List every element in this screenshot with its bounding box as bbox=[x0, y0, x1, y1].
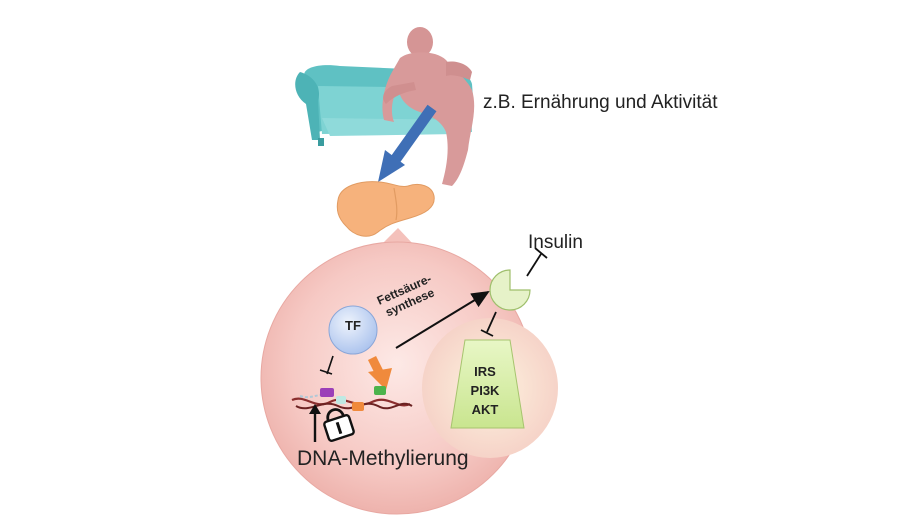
binding-arrow bbox=[367, 355, 392, 390]
tf-binding-mark bbox=[352, 402, 364, 411]
tf-inhibition-bar bbox=[319, 369, 333, 375]
synthesis-arrow bbox=[395, 290, 490, 349]
methyl-group-icon bbox=[320, 388, 334, 397]
pathway-item-akt: AKT bbox=[471, 402, 499, 417]
tf-label: TF bbox=[345, 318, 361, 333]
up-arrow-icon bbox=[309, 404, 321, 442]
receptor-inhibition-line bbox=[486, 311, 497, 333]
lock-icon bbox=[323, 408, 355, 442]
pathway-list: IRS PI3K AKT bbox=[455, 362, 515, 419]
insulin-label: Insulin bbox=[528, 232, 583, 253]
dna-methylation-label: DNA-Methylierung bbox=[297, 447, 469, 470]
pathway-item-irs: IRS bbox=[474, 364, 496, 379]
person-icon bbox=[382, 27, 475, 186]
tf-inhibition-line bbox=[326, 355, 334, 375]
insulin-inhibition-line bbox=[526, 253, 542, 277]
tf-circle bbox=[328, 305, 378, 355]
lifestyle-arrow bbox=[378, 104, 437, 182]
lifestyle-label: z.B. Ernährung und Aktivität bbox=[483, 92, 718, 113]
binding-site-icon bbox=[374, 386, 386, 395]
receptor-inhibition-bar bbox=[480, 329, 494, 337]
cpg-mark bbox=[336, 396, 346, 404]
pathway-box bbox=[450, 339, 525, 429]
pathway-item-pi3k: PI3K bbox=[470, 383, 500, 398]
liver-icon bbox=[336, 181, 435, 237]
receptor-icon bbox=[489, 269, 531, 311]
insulin-inhibition-bar bbox=[534, 247, 548, 259]
